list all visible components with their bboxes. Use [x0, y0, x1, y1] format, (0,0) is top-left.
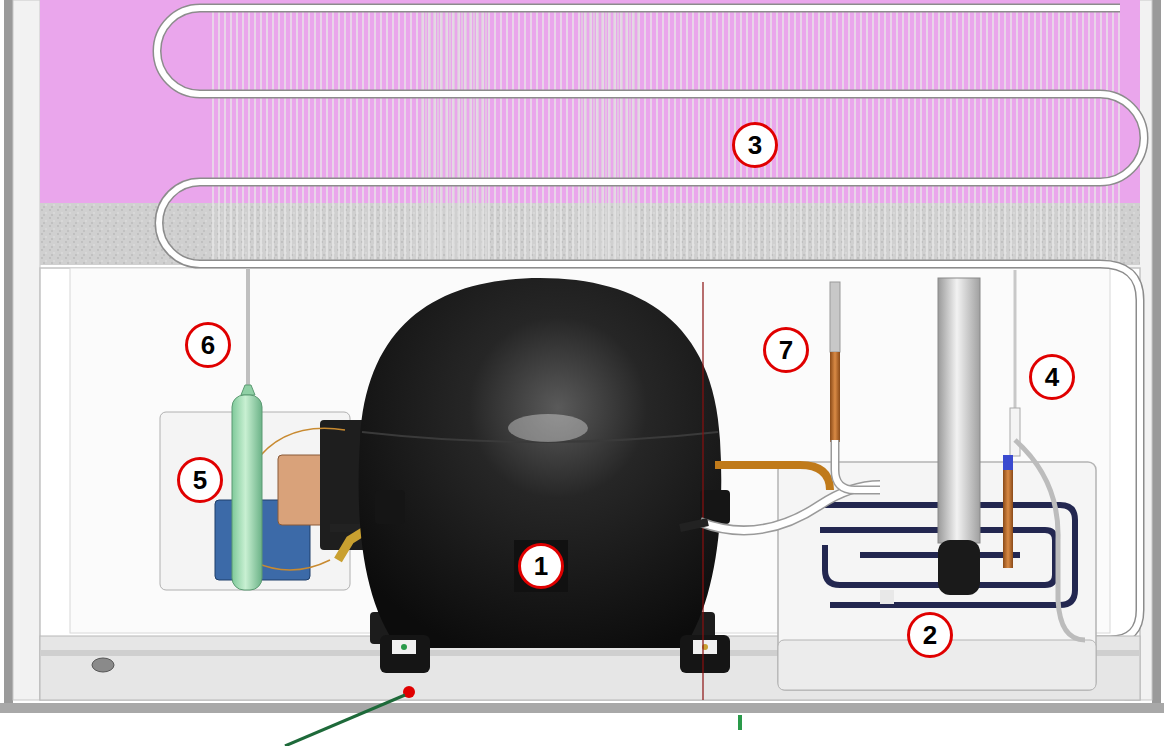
condenser-wires	[580, 4, 640, 266]
ground-wire	[285, 695, 405, 746]
compressor-feet	[375, 490, 730, 673]
capillary-tube	[246, 268, 250, 395]
floor-bar	[0, 703, 1164, 713]
copper-tube	[830, 352, 840, 442]
copper-tube	[1003, 470, 1013, 568]
grommet	[693, 640, 717, 654]
callout-number: 7	[763, 327, 809, 373]
grommet-pin	[401, 644, 407, 650]
grommet	[392, 640, 416, 654]
callout-number: 2	[907, 612, 953, 658]
compressor-foot	[375, 490, 405, 524]
tray-clip	[880, 590, 894, 604]
tube-bend	[835, 440, 880, 490]
tube-bend	[835, 440, 880, 490]
tube-sleeve	[1010, 408, 1020, 456]
filter-tip	[241, 385, 255, 395]
wire-end	[738, 715, 742, 730]
cabinet-side	[1152, 0, 1161, 705]
callout-number: 4	[1029, 354, 1075, 400]
discharge-tube	[715, 465, 830, 490]
cabinet-side	[4, 0, 13, 705]
compressor-shell	[359, 278, 722, 648]
thin-tube	[1014, 270, 1017, 410]
compressor-foot	[380, 635, 430, 673]
accumulator-end	[938, 540, 980, 595]
highlight	[508, 414, 588, 442]
callout-backing	[514, 540, 568, 592]
compressor-foot	[680, 635, 730, 673]
wire	[250, 428, 345, 470]
accumulator	[938, 278, 980, 543]
filter-drier	[232, 395, 262, 590]
wire	[702, 282, 703, 700]
callout-number: 1	[518, 543, 564, 589]
callout-number: 3	[732, 122, 778, 168]
thin-tube	[1015, 440, 1085, 640]
tube-sleeve	[830, 282, 840, 352]
cabinet-wall	[13, 0, 40, 700]
tube-cap	[1003, 455, 1013, 471]
callout-number: 6	[185, 322, 231, 368]
mount-hole	[92, 658, 114, 672]
condenser-wires	[210, 4, 1120, 266]
callout-number: 5	[177, 457, 223, 503]
compressor-stub	[680, 522, 708, 528]
condenser-wires	[420, 4, 490, 266]
compressor-compartment	[40, 268, 1140, 700]
